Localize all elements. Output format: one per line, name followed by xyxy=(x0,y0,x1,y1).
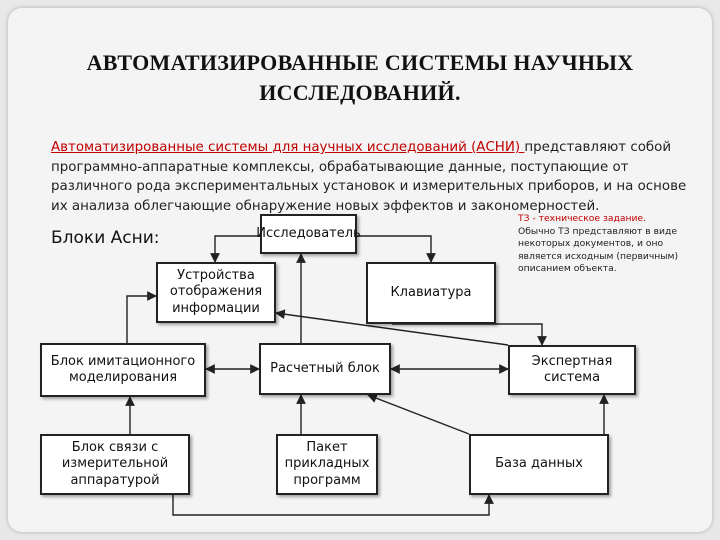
arrow-database-to-compute xyxy=(367,393,470,435)
arrow-researcher-to-display xyxy=(210,235,260,263)
node-simulation-block: Блок имитационного моделирования xyxy=(40,343,206,397)
arrow-simulation-to-display xyxy=(126,291,157,343)
blocks-label: Блоки Асни: xyxy=(51,228,160,248)
arrow-expert-to-display xyxy=(275,309,509,346)
intro-text: представляют собой программно-аппаратные… xyxy=(51,140,687,214)
node-measurement-link: Блок связи с измерительной аппаратурой xyxy=(40,434,190,495)
intro-lead-term: Автоматизированные системы для научных и… xyxy=(51,140,525,155)
node-expert-system: Экспертная система xyxy=(508,345,636,395)
tz-note-description: Обычно ТЗ представляют в виде некоторых … xyxy=(518,225,679,275)
node-compute-block: Расчетный блок xyxy=(259,343,391,395)
tz-note-definition: ТЗ - техническое задание. xyxy=(518,213,647,224)
node-database: База данных xyxy=(469,434,609,495)
intro-paragraph: Автоматизированные системы для научных и… xyxy=(51,138,691,216)
arrow-link-to-database xyxy=(172,494,494,516)
arrow-researcher-to-keyboard xyxy=(357,235,436,263)
slide-title: АВТОМАТИЗИРОВАННЫЕ СИСТЕМЫ НАУЧНЫХ ИССЛЕ… xyxy=(86,50,634,105)
tz-note: ТЗ - техническое задание. Обычно ТЗ пред… xyxy=(518,213,708,276)
node-display-devices: Устройства отображения информации xyxy=(156,262,276,323)
node-keyboard: Клавиатура xyxy=(366,262,496,324)
node-application-package: Пакет прикладных программ xyxy=(276,434,378,495)
arrow-keyboard-to-expert xyxy=(392,323,547,346)
node-researcher: Исследователь xyxy=(256,214,361,254)
